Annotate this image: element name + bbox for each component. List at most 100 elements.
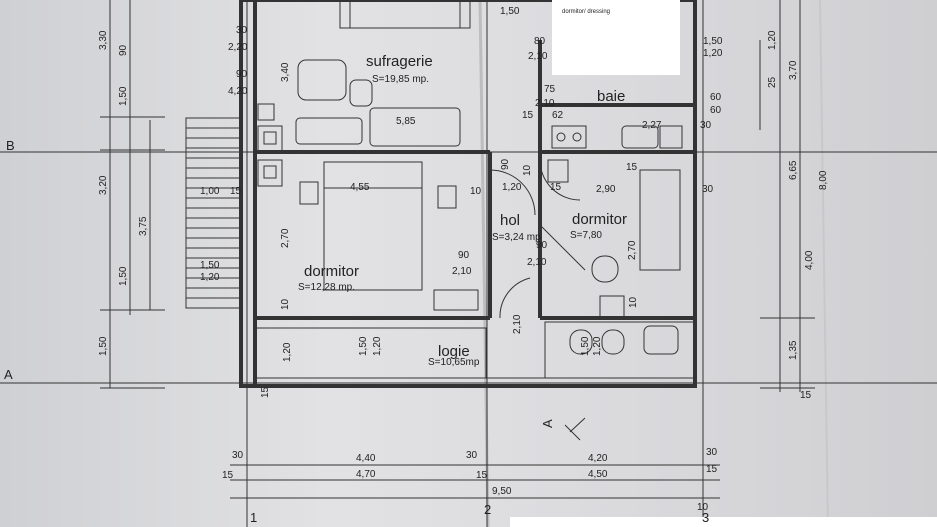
- dim-text: 15: [626, 162, 638, 173]
- white-strip-bottom: [510, 517, 937, 527]
- axis-label-3: 3: [702, 510, 709, 525]
- dim-text: 1,20: [703, 48, 723, 59]
- dim-text: 4,40: [356, 453, 376, 464]
- dim-text: 1,50: [118, 266, 129, 286]
- dim-text: 1,50: [580, 336, 591, 356]
- dim-text: 5,85: [396, 116, 416, 127]
- dim-text: 1,20: [372, 336, 383, 356]
- dim-text: 60: [710, 105, 722, 116]
- room-name-dormitor-1: dormitor: [304, 263, 359, 280]
- dim-text: 2,10: [528, 51, 548, 62]
- dim-text: 2,10: [527, 257, 547, 268]
- paper-fold: [819, 0, 829, 527]
- dim-text: 10: [697, 502, 709, 513]
- stairs: [185, 117, 242, 309]
- stairs-outline: [185, 117, 242, 309]
- dim-text: 30: [232, 450, 244, 461]
- dim-text: 3,75: [138, 216, 149, 236]
- sofa: [295, 0, 471, 147]
- dim-text: 1,35: [788, 340, 799, 360]
- dim-text: 2,10: [452, 266, 472, 277]
- dim-text: 1,50: [98, 336, 109, 356]
- dim-text: 1,50: [358, 336, 369, 356]
- room-area-sufragerie: S=19,85 mp.: [372, 74, 429, 85]
- room-name-logie: logie: [438, 343, 470, 360]
- dim-text: 2,20: [228, 42, 248, 53]
- bed-double: [299, 161, 479, 311]
- dim-text: 4,50: [588, 469, 608, 480]
- room-area-hol: S=3,24 mp: [492, 232, 541, 243]
- dim-text: 90: [536, 240, 548, 251]
- room-area-dormitor-2: S=7,80: [570, 230, 602, 241]
- room-name-hol: hol: [500, 212, 520, 229]
- dim-text: 1,50: [500, 6, 520, 17]
- dim-text: 1,20: [592, 336, 603, 356]
- dim-text: 10: [522, 164, 533, 176]
- dim-text: 2,90: [596, 184, 616, 195]
- dim-text: 75: [544, 84, 556, 95]
- dim-text: 90: [118, 44, 129, 56]
- dim-text: 90: [500, 158, 511, 170]
- dim-text: 10: [470, 186, 482, 197]
- axis-label-a: A: [4, 367, 13, 382]
- bathroom-fixtures: [547, 125, 683, 319]
- dim-text: 1,20: [502, 182, 522, 193]
- dimension-lines: [100, 0, 815, 510]
- room-name-dormitor-2: dormitor: [572, 211, 627, 228]
- dim-text: 60: [710, 92, 722, 103]
- dim-text: 30: [706, 447, 718, 458]
- dim-text: 4,20: [588, 453, 608, 464]
- dim-text: 90: [458, 250, 470, 261]
- dimension-labels: 30 2,20 90 4,20 3,40 1,50 80 2,10 75 2,1…: [98, 6, 829, 513]
- dim-text: 90: [236, 69, 248, 80]
- dim-text: 3,40: [280, 62, 291, 82]
- note-dormitor-dressing: dormitor/ dressing: [562, 9, 610, 15]
- dim-text: 1,20: [200, 272, 220, 283]
- axis-label-1: 1: [250, 510, 257, 525]
- dim-text: 30: [466, 450, 478, 461]
- dim-text: 30: [236, 25, 248, 36]
- room-name-sufragerie: sufragerie: [366, 53, 433, 70]
- dim-text: 4,00: [804, 250, 815, 270]
- dim-text: 62: [552, 110, 564, 121]
- dim-text: 3,70: [788, 60, 799, 80]
- dim-text: 30: [702, 184, 714, 195]
- dim-text: 2,10: [535, 98, 555, 109]
- dim-text: 1,50: [200, 260, 220, 271]
- room-area-dormitor-1: S=12,28 mp.: [298, 282, 355, 293]
- dim-text: 4,70: [356, 469, 376, 480]
- white-patch-dressing: [552, 0, 680, 75]
- dim-text: 2,70: [280, 228, 291, 248]
- dim-text: 80: [534, 36, 546, 47]
- axis-label-b: B: [6, 138, 15, 153]
- dim-text: 4,20: [228, 86, 248, 97]
- dim-text: 9,50: [492, 486, 512, 497]
- dim-text: 15: [550, 182, 562, 193]
- dim-text: 1,20: [767, 30, 778, 50]
- dim-text: 2,10: [512, 314, 523, 334]
- room-name-baie: baie: [597, 88, 625, 105]
- dim-text: 10: [628, 296, 639, 308]
- dim-text: 1,50: [703, 36, 723, 47]
- dim-text: 1,00: [200, 186, 220, 197]
- dim-text: 8,00: [818, 170, 829, 190]
- balcony-window: [339, 0, 471, 29]
- doors: [489, 159, 586, 319]
- dim-text: 3,30: [98, 30, 109, 50]
- dim-text: 6,65: [788, 160, 799, 180]
- dim-text: 15: [476, 470, 488, 481]
- dim-text: 3,20: [98, 175, 109, 195]
- dim-text: 15: [522, 110, 534, 121]
- dim-text: 25: [767, 76, 778, 88]
- dim-text: 1,20: [282, 342, 293, 362]
- room-area-logie: S=10,65mp: [428, 357, 480, 368]
- dim-text: 15: [706, 464, 718, 475]
- axis-label-2: 2: [484, 502, 491, 517]
- dim-text: 15: [222, 470, 234, 481]
- loggia-frame: [255, 321, 696, 379]
- section-marker: A: [540, 419, 555, 428]
- stove-blocks: [257, 103, 283, 187]
- dim-text: 30: [700, 120, 712, 131]
